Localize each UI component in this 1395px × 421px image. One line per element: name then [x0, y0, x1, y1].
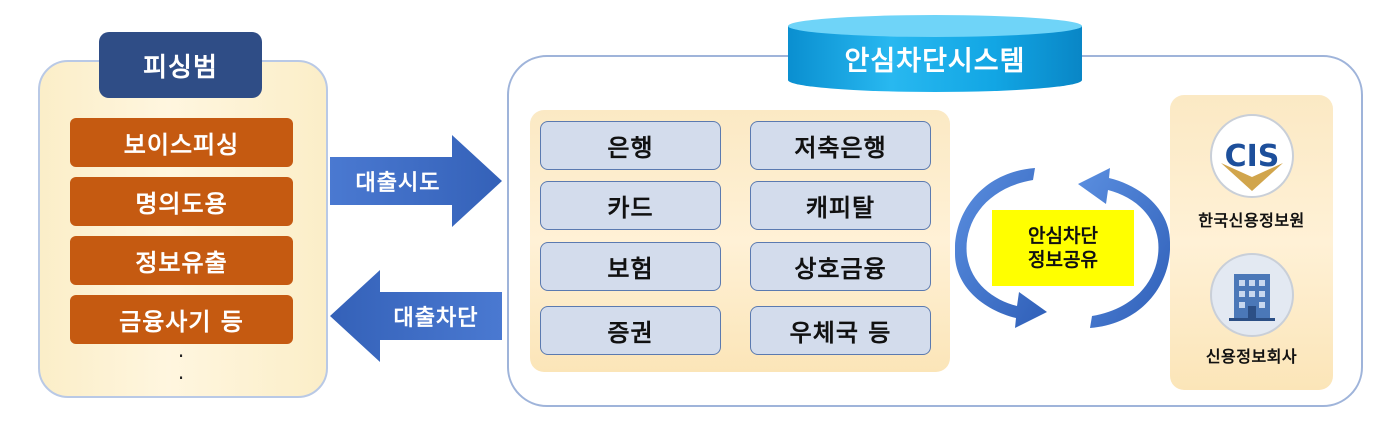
cis-logo: CIS [1210, 114, 1294, 198]
share-line2: 정보공유 [1028, 249, 1098, 271]
case-voice-phishing: 보이스피싱 [70, 118, 293, 167]
system-title: 안심차단시스템 [844, 45, 1026, 77]
system-cylinder [788, 15, 1082, 92]
case-data-leak: 정보유출 [70, 236, 293, 285]
case-identity-theft: 명의도용 [70, 177, 293, 226]
building-icon [1210, 253, 1294, 337]
more-dots: · · [177, 344, 185, 390]
inst-savings-bank: 저축은행 [750, 121, 931, 170]
sharing-cycle-arrows [955, 168, 1170, 328]
loan-attempt-label: 대출시도 [355, 171, 441, 196]
info-sharing-box: 안심차단 정보공유 [992, 210, 1134, 286]
inst-bank: 은행 [540, 121, 721, 170]
inst-capital: 캐피탈 [750, 181, 931, 230]
inst-mutual-finance: 상호금융 [750, 242, 931, 291]
loan-block-label: 대출차단 [393, 306, 479, 331]
phisher-title: 피싱범 [99, 32, 262, 98]
svg-text:CIS: CIS [1225, 139, 1280, 174]
loan-attempt-arrow [330, 135, 502, 227]
org-credit-bureau-label: 신용정보회사 [1205, 347, 1298, 366]
loan-block-arrow [330, 270, 502, 362]
inst-insurance: 보험 [540, 242, 721, 291]
inst-post-office: 우체국 등 [750, 306, 931, 355]
org-kcis-label: 한국신용정보원 [1198, 211, 1305, 230]
share-line1: 안심차단 [1028, 225, 1098, 247]
inst-securities: 증권 [540, 306, 721, 355]
inst-card: 카드 [540, 181, 721, 230]
case-financial-fraud: 금융사기 등 [70, 295, 293, 344]
